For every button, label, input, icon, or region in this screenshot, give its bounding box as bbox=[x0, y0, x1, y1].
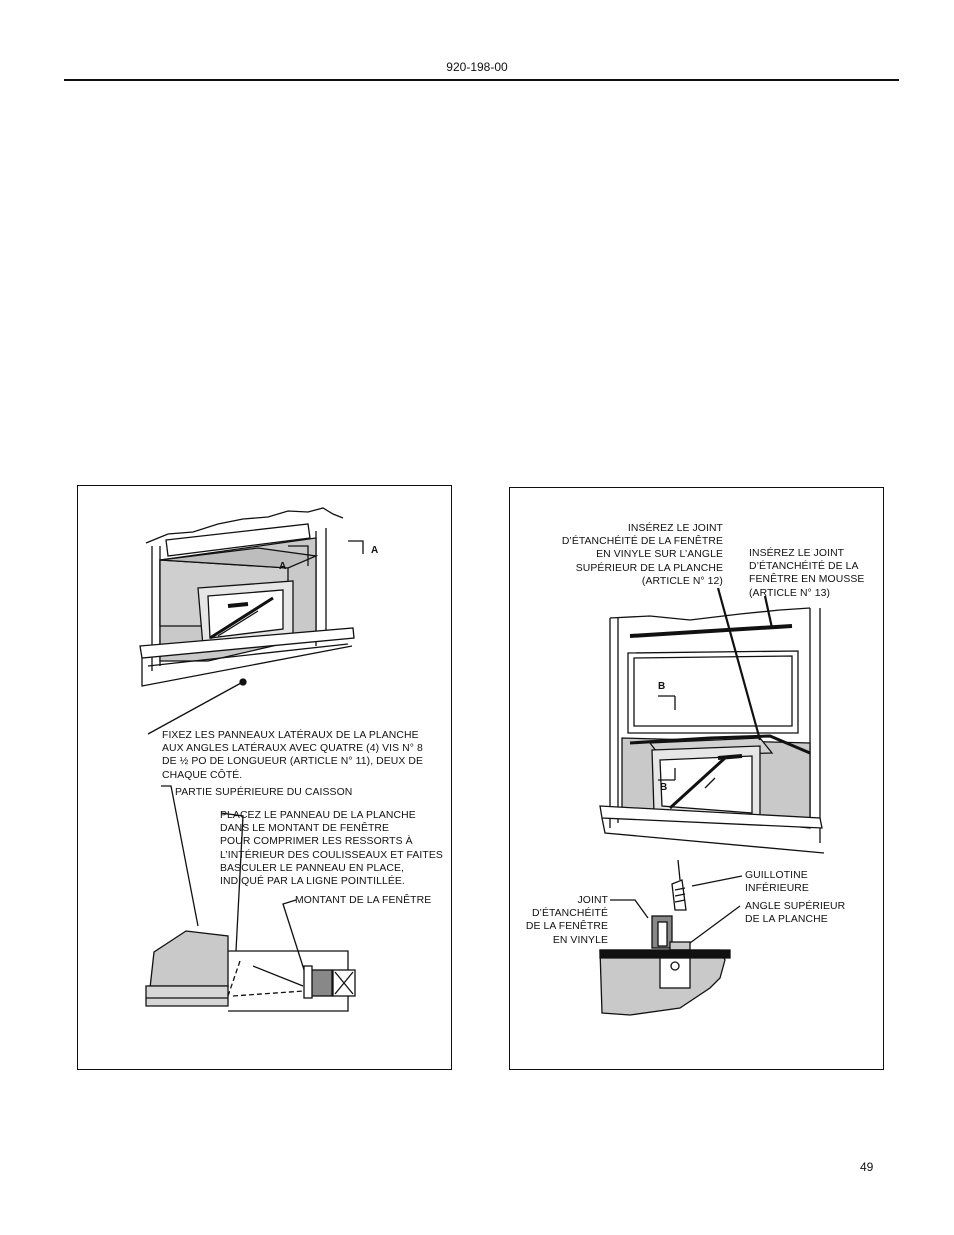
section-marker-b: B bbox=[660, 782, 668, 793]
callout-lower-sash: GUILLOTINE INFÉRIEURE bbox=[745, 870, 809, 895]
callout-window-jamb: MONTANT DE LA FENÊTRE bbox=[295, 895, 432, 906]
left-illustration bbox=[139, 507, 364, 1012]
callout-fix-panels: FIXEZ LES PANNEAUX LATÉRAUX DE LA PLANCH… bbox=[162, 730, 424, 781]
section-marker-b: B bbox=[658, 681, 666, 692]
section-marker-a: A bbox=[371, 545, 379, 556]
callout-foam-seal-insert: INSÉREZ LE JOINT D’ÉTANCHÉITÉ DE LA FENÊ… bbox=[749, 548, 865, 599]
page-number: 49 bbox=[860, 1160, 874, 1174]
callout-cabinet-top: PARTIE SUPÉRIEURE DU CAISSON bbox=[175, 787, 353, 798]
document-number: 920-198-00 bbox=[446, 60, 508, 74]
callout-vinyl-seal: JOINT D’ÉTANCHÉITÉ DE LA FENÊTRE EN VINY… bbox=[525, 895, 608, 946]
right-figure-panel: INSÉREZ LE JOINT D’ÉTANCHÉITÉ DE LA FENÊ… bbox=[509, 487, 884, 1070]
callout-vinyl-seal-insert: INSÉREZ LE JOINT D’ÉTANCHÉITÉ DE LA FENÊ… bbox=[561, 523, 723, 587]
header-rule bbox=[64, 79, 899, 81]
left-figure-panel: A A FIXEZ LES PANNEAUX LATÉRAUX DE LA PL… bbox=[77, 485, 452, 1070]
section-marker-a: A bbox=[279, 561, 287, 572]
callout-place-panel: PLACEZ LE PANNEAU DE LA PLANCHE DANS LE … bbox=[220, 810, 443, 888]
right-illustration bbox=[599, 587, 825, 1016]
callout-top-angle: ANGLE SUPÉRIEUR DE LA PLANCHE bbox=[745, 901, 846, 926]
